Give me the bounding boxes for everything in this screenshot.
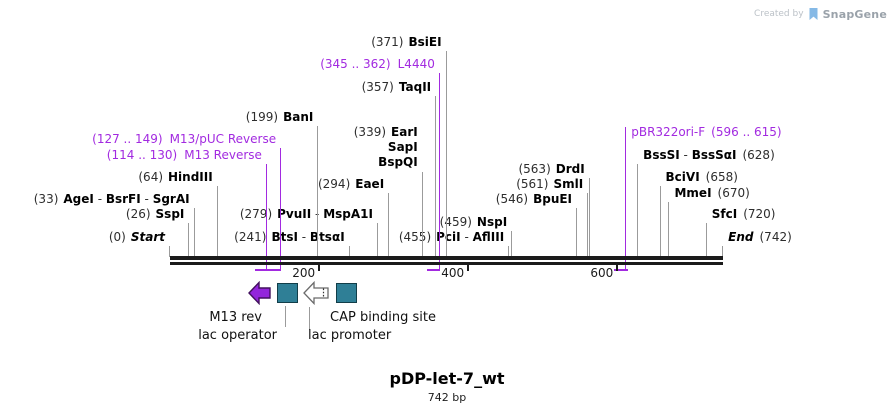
site-leader-line	[435, 96, 437, 257]
ruler-tick-label: 600	[590, 266, 614, 280]
site-leader-line	[637, 164, 639, 257]
enzyme-site-label: (199)BanI	[245, 110, 314, 124]
site-leader-line	[317, 126, 319, 257]
watermark: Created by SnapGene	[754, 7, 887, 21]
site-leader-line	[348, 246, 350, 257]
enzyme-site-label: (279)PvuII - MspA1I	[239, 207, 373, 221]
enzyme-site-label: (64)HindIII	[138, 170, 213, 184]
enzyme-site-label: (561)SmlI	[516, 177, 584, 191]
enzyme-site-label: MmeI(670)	[674, 186, 750, 200]
site-leader-line	[722, 246, 724, 257]
terminus-label: (0)Start	[108, 230, 165, 244]
lac-promoter-arrow	[303, 281, 329, 305]
site-leader-line	[659, 186, 661, 257]
site-leader-line	[169, 246, 170, 257]
primer-span-bracket	[614, 269, 629, 271]
ruler-tick	[318, 263, 321, 271]
site-leader-line	[511, 231, 513, 257]
primer-leader-line	[625, 127, 627, 270]
primer-label: (127 .. 149)M13/pUC Reverse	[92, 132, 277, 146]
enzyme-site-label: BciVI(658)	[665, 170, 738, 184]
site-leader-line	[376, 223, 378, 257]
lac-promoter-label: lac promoter	[308, 328, 392, 343]
primer-leader-line	[438, 73, 440, 270]
cap-binding-site-label: CAP binding site	[330, 310, 437, 325]
watermark-created-by: Created by	[754, 9, 804, 19]
primer-span-bracket	[264, 269, 282, 271]
terminus-label: End(742)	[728, 230, 792, 244]
plasmid-backbone-top-line	[170, 256, 723, 260]
enzyme-site-label: SfcI(720)	[711, 207, 776, 221]
ruler-tick-label: 400	[441, 266, 465, 280]
enzyme-site-label: BssSI - BssSαI(628)	[643, 148, 775, 162]
site-leader-line	[188, 223, 190, 257]
title-block: pDP-let-7_wt 742 bp	[0, 369, 894, 404]
site-leader-line	[193, 208, 195, 257]
ruler-tick-label: 200	[292, 266, 316, 280]
ruler-tick	[467, 263, 470, 271]
enzyme-site-label: (26)SspI	[125, 207, 185, 221]
enzyme-site-label: (357)TaqII	[361, 80, 432, 94]
primer-span-bracket	[254, 269, 267, 271]
primer-leader-line	[280, 148, 282, 270]
m13-rev-label: M13 rev	[209, 310, 262, 325]
enzyme-site-label: (241)BtsI - BtsαI	[234, 230, 345, 244]
primer-label: (345 .. 362)L4440	[320, 57, 435, 71]
enzyme-site-label: (455)PciI - AflIII	[398, 230, 505, 244]
lac-promoter-label-tick	[309, 307, 310, 330]
primer-span-bracket	[427, 269, 440, 271]
primer-leader-line	[265, 164, 267, 270]
plasmid-length: 742 bp	[427, 391, 467, 404]
enzyme-site-label: (459)NspI	[439, 215, 508, 229]
primer-label: (114 .. 130)M13 Reverse	[106, 148, 262, 162]
watermark-brand: SnapGene	[822, 7, 887, 21]
site-leader-line	[668, 202, 670, 257]
site-leader-line	[508, 246, 510, 257]
primer-label: pBR322ori-F(596 .. 615)	[631, 125, 782, 139]
site-leader-line	[445, 51, 447, 257]
ruler-tick	[616, 263, 619, 271]
enzyme-site-label: (294)EaeI	[317, 177, 385, 191]
site-leader-line	[587, 193, 589, 257]
enzyme-site-label: (563)DrdI	[518, 162, 585, 176]
site-leader-line	[216, 186, 218, 257]
lac-operator-box	[277, 283, 298, 303]
site-leader-line	[421, 172, 423, 257]
lac-operator-label-tick	[285, 306, 286, 327]
enzyme-site-label: (33)AgeI - BsrFI - SgrAI	[33, 192, 190, 206]
site-leader-line	[388, 193, 390, 257]
lac-operator-label: lac operator	[198, 328, 277, 343]
enzyme-site-label: (546)BpuEI	[495, 192, 573, 206]
plasmid-backbone-bottom-line	[170, 262, 723, 265]
site-leader-line	[705, 223, 707, 257]
plasmid-title: pDP-let-7_wt	[389, 369, 505, 388]
m13-rev-primer-arrow	[248, 281, 271, 305]
site-leader-line	[588, 178, 590, 257]
site-leader-line	[576, 208, 578, 257]
cap-binding-site-box	[336, 283, 357, 303]
snapgene-flag-icon	[809, 8, 818, 20]
enzyme-site-label: (371)BsiEI	[371, 35, 442, 49]
